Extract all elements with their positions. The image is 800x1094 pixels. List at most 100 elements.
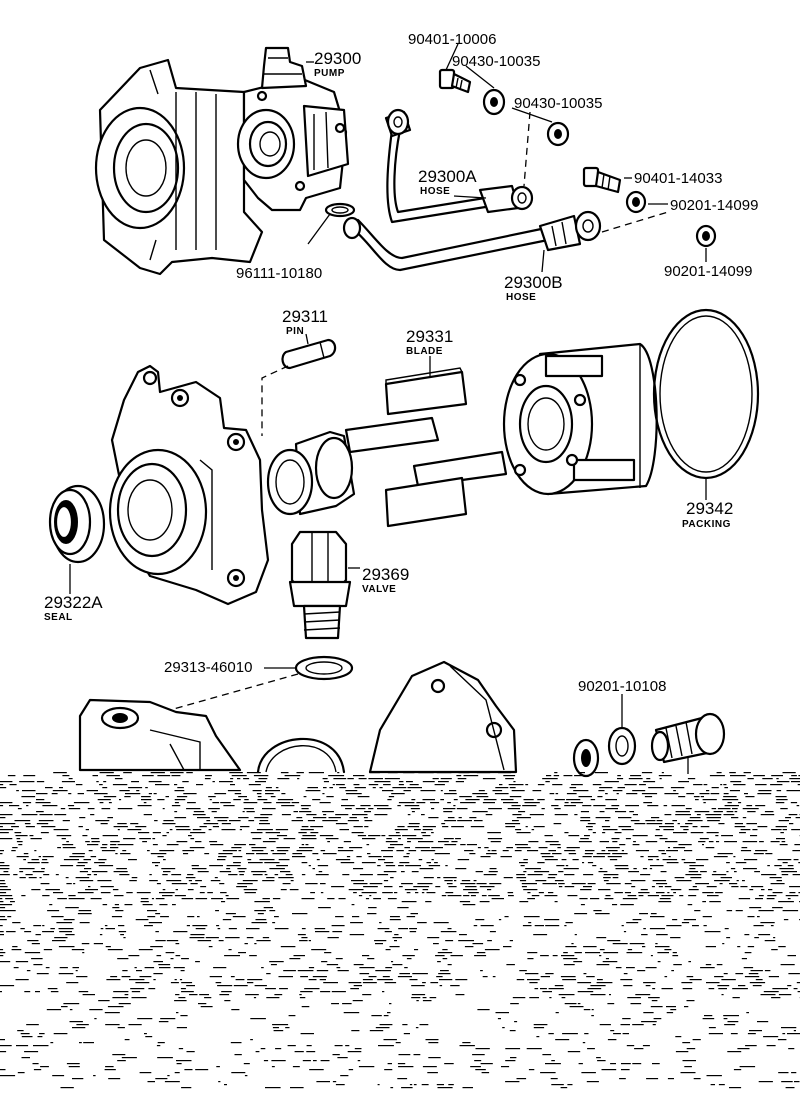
- noise-dash: [337, 772, 340, 774]
- noise-dash: [77, 892, 94, 894]
- noise-dash: [621, 925, 624, 927]
- noise-dash: [782, 862, 788, 864]
- noise-dash: [308, 979, 317, 981]
- noise-dash: [492, 790, 503, 792]
- noise-dash: [118, 1003, 131, 1005]
- noise-dash: [687, 820, 703, 822]
- noise-dash: [401, 1087, 413, 1089]
- noise-dash: [230, 976, 235, 978]
- noise-dash: [188, 835, 192, 837]
- noise-dash: [112, 889, 119, 891]
- noise-dash: [0, 895, 13, 897]
- noise-dash: [552, 955, 558, 957]
- noise-dash: [779, 844, 788, 846]
- noise-dash: [618, 826, 632, 828]
- noise-dash: [409, 1084, 413, 1086]
- noise-dash: [641, 934, 648, 936]
- noise-dash: [390, 877, 394, 879]
- noise-dash: [0, 883, 6, 885]
- noise-dash: [335, 1084, 345, 1086]
- noise-dash: [0, 889, 11, 891]
- noise-dash: [490, 841, 501, 843]
- noise-dash: [244, 892, 256, 894]
- noise-dash: [706, 886, 717, 888]
- noise-dash: [117, 808, 133, 810]
- noise-dash: [77, 793, 84, 795]
- noise-dash: [150, 853, 167, 855]
- noise-dash: [212, 826, 219, 828]
- noise-dash: [244, 943, 248, 945]
- noise-dash: [732, 988, 748, 990]
- label-valve-name: VALVE: [362, 584, 396, 595]
- noise-dash: [318, 907, 331, 909]
- noise-dash: [574, 952, 582, 954]
- noise-dash: [186, 772, 193, 774]
- noise-dash: [220, 802, 231, 804]
- noise-dash: [237, 868, 247, 870]
- noise-dash: [102, 844, 108, 846]
- noise-dash: [619, 1078, 626, 1080]
- noise-dash: [540, 988, 547, 990]
- noise-dash: [128, 1024, 142, 1026]
- noise-dash: [0, 1039, 5, 1041]
- noise-dash: [387, 898, 397, 900]
- noise-dash: [16, 1045, 29, 1047]
- noise-dash: [632, 835, 648, 837]
- noise-dash: [161, 868, 176, 870]
- noise-dash: [100, 886, 114, 888]
- noise-dash: [505, 1060, 516, 1062]
- noise-dash: [707, 895, 719, 897]
- noise-dash: [216, 1066, 220, 1068]
- noise-dash: [777, 859, 792, 861]
- noise-dash: [129, 979, 145, 981]
- label-hose-b-name: HOSE: [506, 292, 536, 303]
- noise-dash: [355, 808, 366, 810]
- noise-dash: [789, 823, 794, 825]
- noise-dash: [52, 790, 68, 792]
- noise-dash: [136, 790, 140, 792]
- noise-dash: [558, 886, 563, 888]
- noise-dash: [505, 778, 514, 780]
- noise-dash: [296, 772, 304, 774]
- noise-dash: [601, 850, 606, 852]
- noise-dash: [79, 817, 86, 819]
- noise-dash: [69, 1021, 83, 1023]
- noise-dash: [722, 799, 739, 801]
- noise-dash: [698, 841, 706, 843]
- noise-dash: [455, 781, 464, 783]
- noise-dash: [755, 898, 763, 900]
- noise-dash: [480, 856, 491, 858]
- noise-dash: [39, 1033, 45, 1035]
- noise-dash: [656, 892, 665, 894]
- noise-dash: [740, 886, 748, 888]
- noise-dash: [242, 880, 258, 882]
- noise-dash: [594, 772, 608, 774]
- noise-dash: [317, 865, 329, 867]
- noise-dash: [331, 925, 345, 927]
- noise-dash: [602, 961, 618, 963]
- noise-dash: [332, 931, 343, 933]
- noise-dash: [208, 829, 212, 831]
- noise-dash: [630, 1003, 642, 1005]
- noise-dash: [726, 910, 733, 912]
- noise-dash: [686, 1048, 696, 1050]
- noise-dash: [97, 799, 111, 801]
- noise-dash: [577, 1003, 581, 1005]
- noise-dash: [153, 973, 163, 975]
- noise-dash: [353, 826, 363, 828]
- noise-dash: [659, 838, 668, 840]
- noise-dash: [590, 799, 596, 801]
- noise-dash: [113, 991, 129, 993]
- noise-dash: [551, 1060, 555, 1062]
- noise-dash: [470, 1066, 481, 1068]
- noise-dash: [552, 784, 563, 786]
- noise-dash: [82, 952, 85, 954]
- noise-dash: [3, 871, 9, 873]
- noise-dash: [10, 901, 15, 903]
- noise-dash: [45, 787, 53, 789]
- noise-dash: [638, 895, 644, 897]
- noise-dash: [411, 871, 419, 873]
- noise-dash: [525, 868, 541, 870]
- noise-dash: [104, 1012, 120, 1014]
- noise-dash: [586, 1081, 599, 1083]
